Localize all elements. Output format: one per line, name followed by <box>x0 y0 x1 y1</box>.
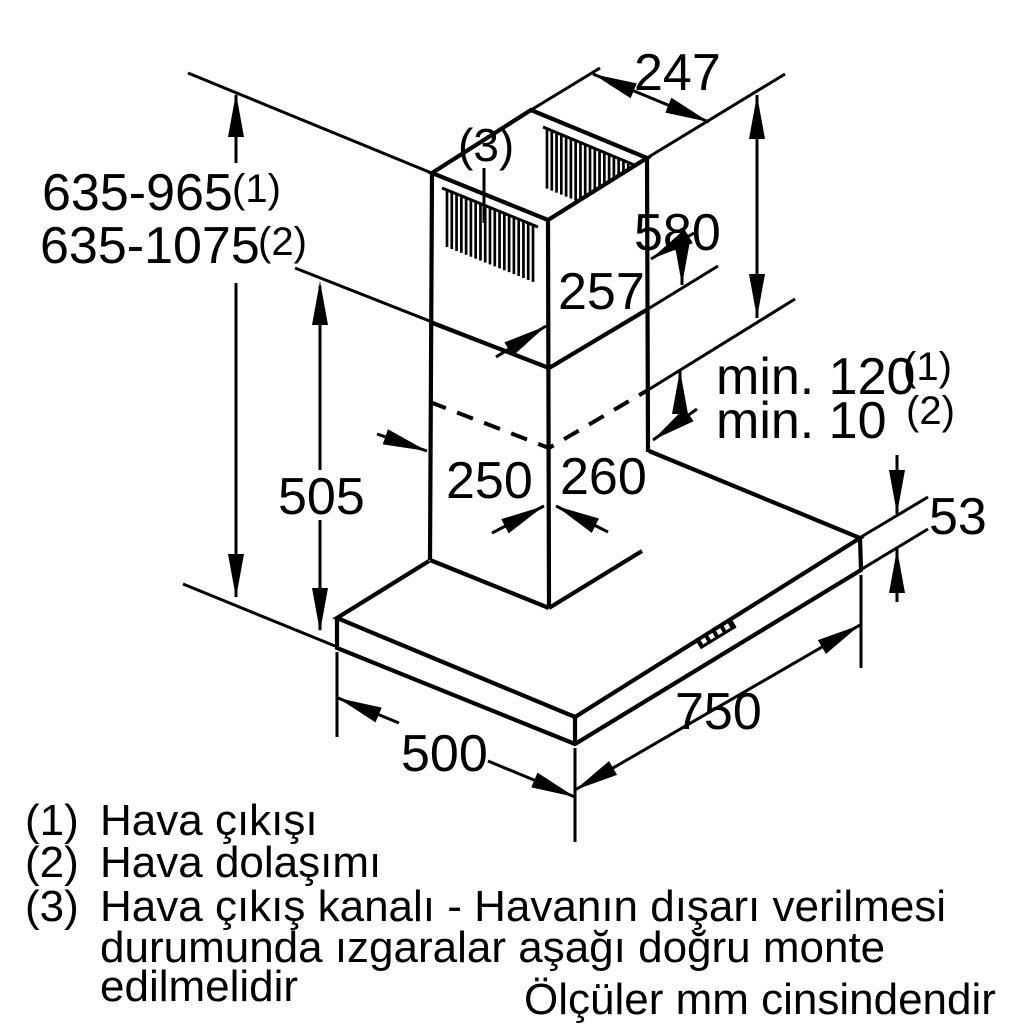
chimney-base-right-edge <box>547 549 644 610</box>
dim-247: 247 <box>634 44 721 102</box>
chimney-left-edge <box>427 172 435 561</box>
telescopic-dashed-line <box>429 388 650 451</box>
legend-2-num: (2) <box>25 838 79 887</box>
chimney-vent-grille-outer-icon <box>441 186 539 282</box>
dim-250: 250 <box>446 452 533 510</box>
dim-min-10-note: (2) <box>906 389 955 433</box>
dim-min-120: min. 120 <box>716 348 915 406</box>
vent-callout-label: (3) <box>458 119 514 171</box>
dim-505: 505 <box>278 468 365 526</box>
dim-500: 500 <box>401 725 488 783</box>
dim-line-750 <box>574 623 861 792</box>
legend: (1) Hava çıkışı (2) Hava dolaşımı (3) Ha… <box>25 796 996 1024</box>
telescopic-extension-line <box>647 297 796 392</box>
ext-line-53-top <box>860 495 929 539</box>
dim-total-height-recirc: 635-1075 <box>40 217 260 275</box>
units-note: Ölçüler mm cinsindendir <box>524 975 996 1024</box>
ext-line-hood-bottom-left <box>182 582 336 648</box>
dim-total-height-recirc-note: (2) <box>258 220 307 264</box>
chimney-vent-grille-inner-icon <box>542 125 638 201</box>
chimney <box>294 107 796 610</box>
legend-3-text-line1: Hava çıkış kanalı - Havanın dışarı veril… <box>100 882 946 931</box>
dimension-lines <box>182 66 929 842</box>
hood-body <box>332 449 865 747</box>
dim-total-height-exhaust: 635-965 <box>42 164 233 222</box>
legend-3-num: (3) <box>25 882 79 931</box>
legend-2-text: Hava dolaşımı <box>100 838 381 887</box>
dim-53: 53 <box>929 488 987 546</box>
ext-line-247-right <box>646 72 786 160</box>
ext-line-247-left <box>530 66 601 112</box>
dim-260: 260 <box>560 448 647 506</box>
control-panel <box>695 618 737 649</box>
dim-min-120-note: (1) <box>903 345 952 389</box>
chimney-joint <box>429 307 650 371</box>
dimension-arrows <box>228 74 905 797</box>
chimney-right-edge <box>644 157 651 453</box>
chimney-front-edge <box>545 219 552 609</box>
ext-line-chimney-top-left <box>187 71 435 176</box>
chimney-base-left-edge <box>429 558 550 610</box>
ext-line-53-bottom <box>861 527 929 571</box>
legend-3-text-line2: durumunda ızgaralar aşağı doğru monte <box>100 923 885 972</box>
dim-580: 580 <box>634 204 721 262</box>
dim-750: 750 <box>675 683 762 741</box>
legend-1-text: Hava çıkışı <box>100 796 318 845</box>
dim-min-10: min. 10 <box>716 392 887 450</box>
dim-total-height-exhaust-note: (1) <box>232 167 281 211</box>
dim-257: 257 <box>558 263 645 321</box>
legend-1-num: (1) <box>25 796 79 845</box>
legend-3-text-line3: edilmelidir <box>100 962 298 1011</box>
chimney-joint-extension <box>647 264 719 311</box>
dimension-labels: 635-965 (1) 635-1075 (2) 505 (3) 247 580… <box>40 44 987 783</box>
